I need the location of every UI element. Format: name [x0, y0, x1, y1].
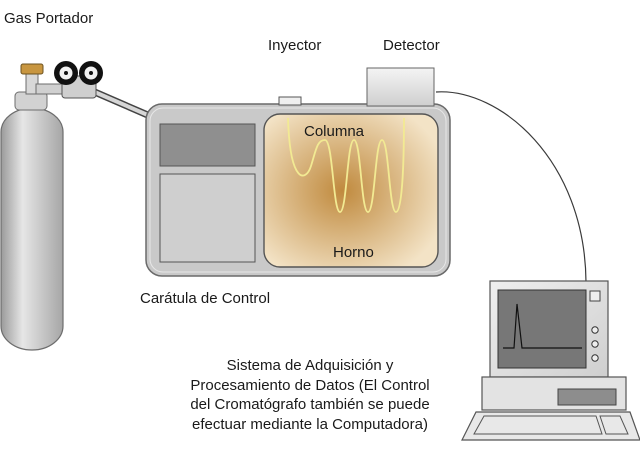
sistema-line: efectuar mediante la Computadora)	[192, 415, 428, 433]
chromatogram-peak	[503, 303, 582, 349]
column-coil	[287, 117, 405, 213]
keyboard	[461, 411, 640, 441]
oven	[263, 113, 439, 268]
columna-label: Columna	[304, 123, 365, 140]
monitor-button-icon	[591, 340, 599, 348]
gas-cylinder	[0, 63, 67, 351]
injector-port	[278, 96, 302, 106]
sistema-line: del Cromatógrafo también se puede	[190, 396, 430, 413]
inyector-label: Inyector	[268, 37, 322, 54]
gas-portador-label: Gas Portador	[4, 10, 94, 27]
monitor-button-icon	[591, 354, 599, 362]
data-cable	[435, 91, 587, 283]
disk-drive	[557, 388, 617, 406]
computer	[461, 280, 640, 441]
monitor-screen	[497, 289, 587, 369]
sistema-description: Sistema de Adquisición y Procesamiento d…	[160, 356, 460, 434]
cylinder-valve-icon	[20, 63, 44, 75]
sistema-line: Procesamiento de Datos (El Control	[190, 376, 430, 394]
caratula-label: Carátula de Control	[140, 290, 271, 307]
horno-label: Horno	[333, 244, 374, 261]
monitor-button-icon	[591, 326, 599, 334]
detector-box	[366, 67, 435, 107]
sistema-line: Sistema de Adquisición y	[226, 357, 394, 374]
pressure-regulator	[54, 61, 103, 99]
control-panel-top	[159, 123, 256, 167]
detector-label: Detector	[383, 37, 440, 54]
control-panel-bottom	[159, 173, 256, 263]
